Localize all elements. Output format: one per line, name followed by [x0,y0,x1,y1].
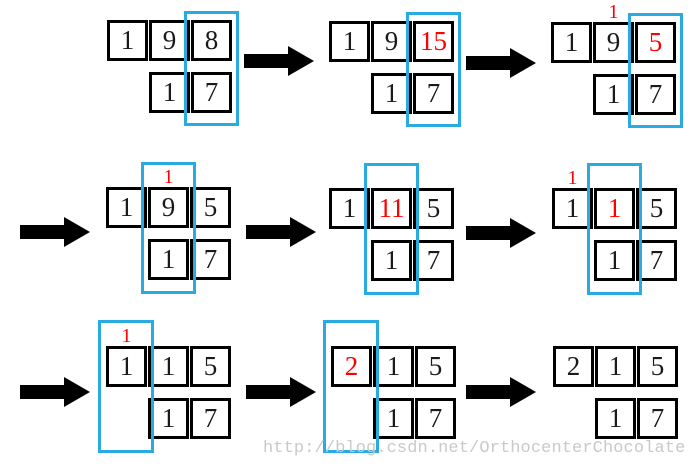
digit-cell: 5 [637,346,678,387]
digit-cell: 9 [149,20,190,61]
carry-digit: 1 [608,1,619,23]
digit-cell: 7 [636,240,677,281]
digit-cell: 7 [190,398,231,439]
digit-cell: 7 [413,73,454,114]
digit-cell: 5 [413,188,454,229]
digit-cell: 1 [329,188,370,229]
digit-cell: 1 [371,73,412,114]
digit-cell: 5 [190,187,231,228]
highlight-box [98,320,154,453]
digit-cell: 5 [636,188,677,229]
digit-cell: 1 [552,188,593,229]
digit-cell: 5 [635,22,676,63]
digit-cell: 9 [148,187,189,228]
carry-digit: 1 [163,166,174,188]
right-arrow-icon [466,218,536,248]
right-arrow-icon [20,217,90,247]
digit-cell: 7 [415,398,456,439]
digit-cell: 1 [594,188,635,229]
right-arrow-icon [246,377,316,407]
digit-cell: 7 [635,74,676,115]
step-2-panel: 1 9 15 1 7 [329,12,461,127]
digit-cell: 1 [148,239,189,280]
highlight-box [628,13,683,128]
digit-cell: 1 [371,240,412,281]
digit-cell: 15 [413,21,454,62]
digit-cell: 1 [148,346,189,387]
highlight-box [141,162,196,294]
digit-cell: 1 [551,22,592,63]
digit-cell: 1 [593,74,634,115]
step-8-panel: 2 1 5 1 7 [323,320,463,453]
step-1-panel: 1 9 8 1 7 [107,11,239,126]
digit-cell: 5 [415,346,456,387]
digit-cell: 1 [373,346,414,387]
digit-cell: 11 [371,188,412,229]
step-6-panel: 1 1 1 5 1 7 [552,163,684,295]
carry-digit: 1 [567,167,578,189]
digit-cell: 1 [595,346,636,387]
highlight-box [587,163,642,295]
digit-cell: 1 [329,21,370,62]
digit-cell: 1 [148,398,189,439]
right-arrow-icon [244,46,314,76]
watermark-text: http://blog.csdn.net/OrthocenterChocolat… [263,439,686,458]
digit-cell: 7 [413,240,454,281]
digit-cell: 1 [107,20,148,61]
step-4-panel: 1 1 9 5 1 7 [106,162,238,294]
digit-cell: 1 [594,240,635,281]
digit-cell: 1 [106,346,147,387]
digit-cell: 5 [190,346,231,387]
digit-cell: 1 [149,72,190,113]
right-arrow-icon [20,377,90,407]
carry-digit: 1 [121,325,132,347]
digit-cell: 7 [190,239,231,280]
digit-cell: 2 [553,346,594,387]
highlight-box [323,320,379,453]
step-9-panel: 2 1 5 1 7 [553,346,685,446]
digit-cell: 8 [191,20,232,61]
digit-cell: 7 [637,398,678,439]
digit-cell: 7 [191,72,232,113]
digit-cell: 9 [593,22,634,63]
right-arrow-icon [466,377,536,407]
digit-cell: 9 [371,21,412,62]
highlight-box [364,163,419,295]
step-7-panel: 1 1 1 5 1 7 [98,320,238,453]
digit-cell: 1 [595,398,636,439]
right-arrow-icon [466,48,536,78]
highlight-box [184,11,239,126]
digit-cell: 1 [106,187,147,228]
step-5-panel: 1 11 5 1 7 [329,163,461,295]
step-3-panel: 1 1 9 5 1 7 [551,2,683,128]
highlight-box [406,12,461,127]
right-arrow-icon [246,217,316,247]
digit-cell: 2 [331,346,372,387]
digit-cell: 1 [373,398,414,439]
